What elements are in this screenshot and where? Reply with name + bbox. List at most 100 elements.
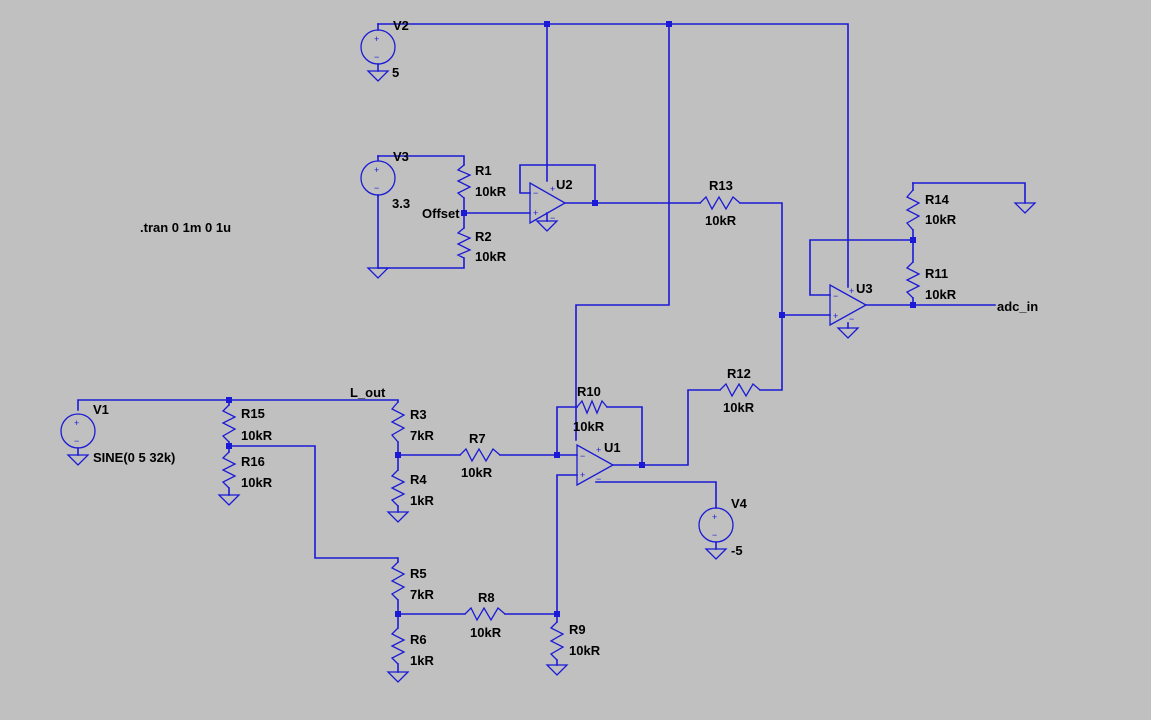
r7-value: 10kR bbox=[461, 465, 493, 480]
r14-symbol bbox=[905, 189, 921, 231]
v4-symbol: + − bbox=[698, 507, 734, 550]
r3-name: R3 bbox=[410, 407, 427, 422]
svg-text:+: + bbox=[849, 286, 854, 296]
svg-text:−: − bbox=[550, 213, 555, 223]
r9-symbol bbox=[549, 621, 565, 661]
r10-value: 10kR bbox=[573, 419, 605, 434]
svg-text:+: + bbox=[712, 512, 717, 522]
svg-text:+: + bbox=[580, 470, 585, 480]
ground-icon bbox=[366, 267, 390, 279]
junctions bbox=[226, 21, 916, 617]
r8-name: R8 bbox=[478, 590, 495, 605]
r14-name: R14 bbox=[925, 192, 950, 207]
wires[interactable] bbox=[77, 23, 1026, 673]
opamp-symbols[interactable]: − + + − − + + − − + + − bbox=[529, 181, 868, 487]
r5-value: 7kR bbox=[410, 587, 434, 602]
ground-icon bbox=[66, 454, 90, 466]
u1-symbol: − + + − bbox=[576, 443, 615, 487]
r8-symbol bbox=[464, 606, 506, 622]
svg-text:+: + bbox=[533, 208, 538, 218]
r13-symbol bbox=[699, 195, 741, 211]
svg-text:−: − bbox=[533, 188, 538, 198]
svg-text:+: + bbox=[374, 165, 379, 175]
u3-symbol: − + + − bbox=[829, 283, 868, 327]
r8-value: 10kR bbox=[470, 625, 502, 640]
r6-symbol bbox=[390, 627, 406, 665]
svg-text:−: − bbox=[374, 183, 379, 193]
ground-symbols bbox=[66, 70, 1037, 683]
svg-text:+: + bbox=[74, 418, 79, 428]
v1-value: SINE(0 5 32k) bbox=[93, 450, 175, 465]
r2-name: R2 bbox=[475, 229, 492, 244]
r3-symbol bbox=[390, 401, 406, 443]
r12-name: R12 bbox=[727, 366, 751, 381]
svg-text:+: + bbox=[374, 34, 379, 44]
r14-value: 10kR bbox=[925, 212, 957, 227]
net-label-offset: Offset bbox=[422, 206, 460, 221]
v2-name: V2 bbox=[393, 18, 409, 33]
v1-symbol: + − bbox=[60, 413, 96, 456]
r4-name: R4 bbox=[410, 472, 427, 487]
ground-icon bbox=[1013, 202, 1037, 214]
v4-value: -5 bbox=[731, 543, 743, 558]
resistor-symbols[interactable] bbox=[221, 164, 921, 665]
svg-text:−: − bbox=[596, 474, 601, 484]
r1-value: 10kR bbox=[475, 184, 507, 199]
ground-icon bbox=[704, 548, 728, 560]
r13-name: R13 bbox=[709, 178, 733, 193]
spice-directive: .tran 0 1m 0 1u bbox=[140, 220, 231, 235]
v3-name: V3 bbox=[393, 149, 409, 164]
net-label-l-out: L_out bbox=[350, 385, 386, 400]
r5-name: R5 bbox=[410, 566, 427, 581]
r15-value: 10kR bbox=[241, 428, 273, 443]
ground-icon bbox=[366, 70, 390, 82]
r12-symbol bbox=[719, 382, 761, 398]
r10-symbol bbox=[576, 399, 608, 415]
r5-symbol bbox=[390, 561, 406, 601]
u2-symbol: − + + − bbox=[529, 181, 567, 225]
svg-text:−: − bbox=[849, 314, 854, 324]
r1-name: R1 bbox=[475, 163, 492, 178]
r4-value: 1kR bbox=[410, 493, 434, 508]
svg-text:+: + bbox=[833, 311, 838, 321]
r11-value: 10kR bbox=[925, 287, 957, 302]
u2-name: U2 bbox=[556, 177, 573, 192]
r6-name: R6 bbox=[410, 632, 427, 647]
r11-symbol bbox=[905, 261, 921, 299]
r15-symbol bbox=[221, 404, 237, 443]
r12-value: 10kR bbox=[723, 400, 755, 415]
v3-value: 3.3 bbox=[392, 196, 410, 211]
labels: .tran 0 1m 0 1u Offset L_out adc_in V2 5… bbox=[93, 18, 1038, 668]
r6-value: 1kR bbox=[410, 653, 434, 668]
u1-name: U1 bbox=[604, 440, 621, 455]
r13-value: 10kR bbox=[705, 213, 737, 228]
r10-name: R10 bbox=[577, 384, 601, 399]
svg-text:+: + bbox=[550, 184, 555, 194]
svg-text:−: − bbox=[580, 451, 585, 461]
r3-value: 7kR bbox=[410, 428, 434, 443]
r11-name: R11 bbox=[925, 266, 948, 281]
r15-name: R15 bbox=[241, 406, 265, 421]
r2-value: 10kR bbox=[475, 249, 507, 264]
svg-text:−: − bbox=[74, 436, 79, 446]
v2-value: 5 bbox=[392, 65, 399, 80]
u3-name: U3 bbox=[856, 281, 873, 296]
ground-icon bbox=[217, 494, 241, 506]
r7-name: R7 bbox=[469, 431, 486, 446]
r4-symbol bbox=[390, 469, 406, 507]
voltage-sources[interactable]: + − + − + − + − bbox=[60, 23, 734, 550]
v1-name: V1 bbox=[93, 402, 109, 417]
r1-symbol bbox=[456, 164, 472, 199]
ground-icon bbox=[386, 511, 410, 523]
v3-symbol: + − bbox=[360, 155, 396, 197]
svg-text:−: − bbox=[374, 52, 379, 62]
v4-name: V4 bbox=[731, 496, 748, 511]
svg-text:−: − bbox=[712, 530, 717, 540]
r7-symbol bbox=[459, 447, 501, 463]
r9-name: R9 bbox=[569, 622, 586, 637]
net-label-adc-in: adc_in bbox=[997, 299, 1038, 314]
v2-symbol: + − bbox=[360, 23, 396, 72]
svg-text:+: + bbox=[596, 445, 601, 455]
r9-value: 10kR bbox=[569, 643, 601, 658]
